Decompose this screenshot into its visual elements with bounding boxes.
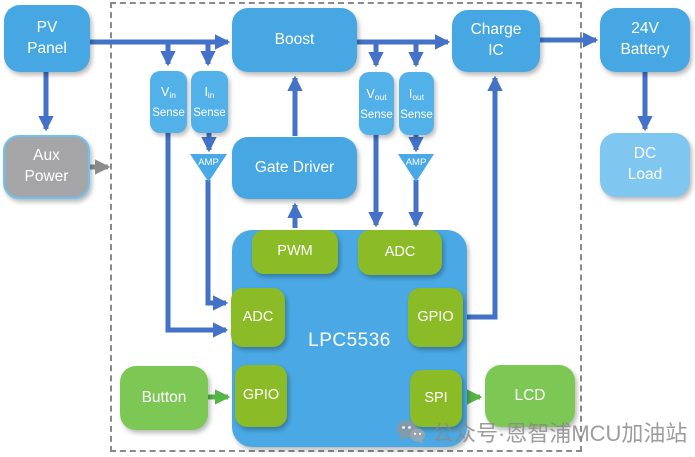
vout-letter: V bbox=[366, 86, 375, 101]
gpio-bottom-block: GPIO bbox=[235, 365, 287, 427]
vout-sense-box: Vout Sense bbox=[359, 72, 394, 135]
iin-sub: in bbox=[207, 90, 215, 100]
gpio-right-label: GPIO bbox=[417, 308, 454, 325]
vout-sub: out bbox=[374, 91, 387, 102]
charge-ic-line2: IC bbox=[488, 42, 504, 59]
charge-ic-line1: Charge bbox=[470, 21, 522, 39]
dc-load-line2: Load bbox=[627, 166, 663, 183]
gate-driver-box: Gate Driver bbox=[232, 137, 357, 199]
lcd-label: LCD bbox=[514, 386, 546, 404]
gpio-right-block: GPIO bbox=[408, 288, 463, 347]
pv-panel-line2: Panel bbox=[27, 39, 67, 57]
arrow-vinsense-to-adc bbox=[165, 133, 229, 338]
pv-panel-box: PV Panel bbox=[4, 5, 90, 72]
battery-line2: Battery bbox=[620, 41, 670, 58]
amp-left-label: AMP bbox=[198, 157, 219, 168]
vin-sense-label: Sense bbox=[152, 107, 185, 119]
amp-right-label: AMP bbox=[405, 157, 427, 168]
boost-box: Boost bbox=[232, 8, 357, 72]
button-box: Button bbox=[120, 366, 208, 430]
boost-label: Boost bbox=[274, 30, 315, 48]
aux-power-line2: Power bbox=[24, 168, 69, 185]
spi-label: SPI bbox=[424, 389, 448, 406]
button-label: Button bbox=[141, 388, 187, 406]
adc-left-label: ADC bbox=[242, 308, 274, 325]
adc-top-block: ADC bbox=[358, 230, 442, 275]
pwm-label: PWM bbox=[277, 243, 313, 260]
arrow-ampleft-to-adc bbox=[205, 180, 229, 311]
iin-letter: I bbox=[204, 85, 208, 99]
vin-sub: in bbox=[169, 90, 176, 100]
gpio-bottom-label: GPIO bbox=[242, 387, 280, 404]
lpc5536-label: LPC5536 bbox=[308, 330, 391, 351]
aux-power-line1: Aux bbox=[33, 147, 60, 165]
adc-top-label: ADC bbox=[384, 243, 416, 260]
wechat-icon bbox=[397, 420, 425, 444]
vin-letter: V bbox=[161, 85, 170, 99]
charge-ic-box: Charge IC bbox=[452, 10, 540, 72]
iin-sense-label: Sense bbox=[193, 107, 226, 119]
dc-load-line1: DC bbox=[633, 145, 657, 163]
vout-sense-label: Sense bbox=[360, 108, 393, 121]
iout-sub: out bbox=[412, 91, 425, 102]
system-boundary-dashed-rect bbox=[110, 2, 582, 452]
pwm-block: PWM bbox=[252, 230, 338, 274]
iout-sense-box: Iout Sense bbox=[399, 72, 434, 135]
dc-load-box: DC Load bbox=[600, 133, 690, 197]
pv-panel-line1: PV bbox=[36, 18, 58, 36]
iout-sense-label: Sense bbox=[400, 108, 433, 121]
aux-power-box: Aux Power bbox=[3, 135, 90, 199]
lcd-box: LCD bbox=[485, 365, 575, 427]
watermark-text: 公众号·恩智浦MCU加油站 bbox=[432, 421, 688, 446]
iout-letter: I bbox=[408, 86, 413, 101]
vin-sense-box: Vin Sense bbox=[150, 71, 187, 133]
battery-line1: 24V bbox=[631, 20, 659, 38]
spi-block: SPI bbox=[410, 370, 462, 427]
battery-box: 24V Battery bbox=[600, 8, 690, 72]
iin-sense-box: Iin Sense bbox=[191, 71, 228, 133]
watermark: 公众号·恩智浦MCU加油站 bbox=[396, 416, 687, 448]
gate-driver-label: Gate Driver bbox=[254, 158, 335, 176]
adc-left-block: ADC bbox=[231, 288, 285, 347]
arrow-gpio-to-chargeic bbox=[463, 75, 503, 320]
